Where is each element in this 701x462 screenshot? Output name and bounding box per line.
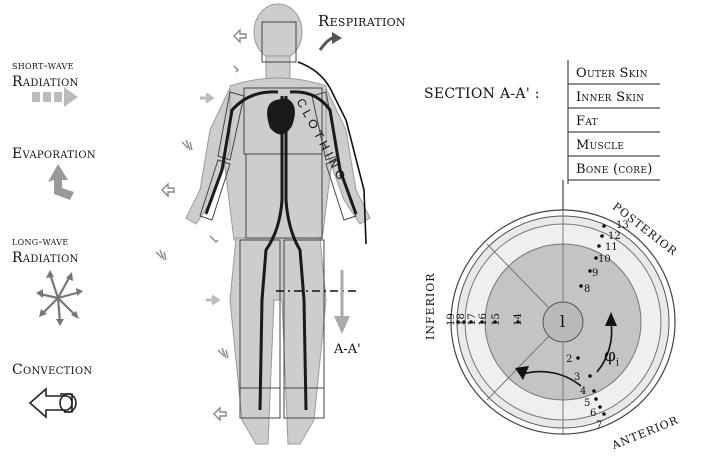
respiration-label: Respiration xyxy=(318,12,406,30)
human-body-figure xyxy=(155,3,371,445)
node-label-10: 10 xyxy=(598,254,611,265)
inferior-label: INFERIOR xyxy=(424,272,437,340)
layer-muscle: Muscle xyxy=(576,138,625,153)
node-label-18: 18 xyxy=(455,313,467,326)
node-label-2: 2 xyxy=(566,354,573,365)
phi-label: φi xyxy=(604,346,620,369)
section-marker-label: A-A' xyxy=(334,342,361,357)
node-label-13: 13 xyxy=(616,220,629,231)
section-title: SECTION A-A' : xyxy=(424,86,540,102)
blood-vessels xyxy=(204,90,358,411)
convection-label: Convection xyxy=(12,362,93,378)
evaporation-arrow-icon xyxy=(48,164,74,200)
node-label-6: 6 xyxy=(590,408,597,419)
node-label-16: 16 xyxy=(477,313,489,326)
node-label-17: 17 xyxy=(466,313,478,326)
node-label-7: 7 xyxy=(596,420,603,431)
node-dots xyxy=(456,224,606,416)
layer-inner-skin: Inner Skin xyxy=(576,90,645,105)
layer-outer-skin: Outer Skin xyxy=(576,66,648,81)
shortwave-label: short-wave Radiation xyxy=(12,59,79,90)
longwave-label: long-wave Radiation xyxy=(12,235,79,266)
section-arrow-head xyxy=(334,316,350,334)
convection-arrow-icon xyxy=(28,387,77,419)
center-label: l xyxy=(560,312,566,331)
layer-fat: Fat xyxy=(576,114,598,129)
cross-section-diagram xyxy=(450,180,676,435)
node-label-4: 4 xyxy=(580,386,587,397)
clothing-line xyxy=(297,61,367,245)
heat-flow-symbols xyxy=(155,28,247,422)
node-label-11: 11 xyxy=(605,242,618,253)
node-label-8: 8 xyxy=(584,284,591,295)
node-label-12: 12 xyxy=(608,231,621,242)
phi-arc-right xyxy=(596,321,613,373)
layer-bone-core: Bone (core) xyxy=(576,162,653,177)
evaporation-label: Evaporation xyxy=(12,146,96,162)
node-label-3: 3 xyxy=(574,372,581,383)
node-label-5: 5 xyxy=(584,398,591,409)
node-label-14: 14 xyxy=(512,313,524,326)
section-layers-list xyxy=(567,60,660,184)
longwave-rays-icon xyxy=(36,270,83,326)
phi-arc-left xyxy=(522,370,582,387)
shortwave-arrow-icon xyxy=(32,87,78,107)
heart xyxy=(267,98,295,135)
node-label-9: 9 xyxy=(592,268,599,279)
node-label-19: 19 xyxy=(445,313,457,326)
node-label-15: 15 xyxy=(490,313,502,326)
